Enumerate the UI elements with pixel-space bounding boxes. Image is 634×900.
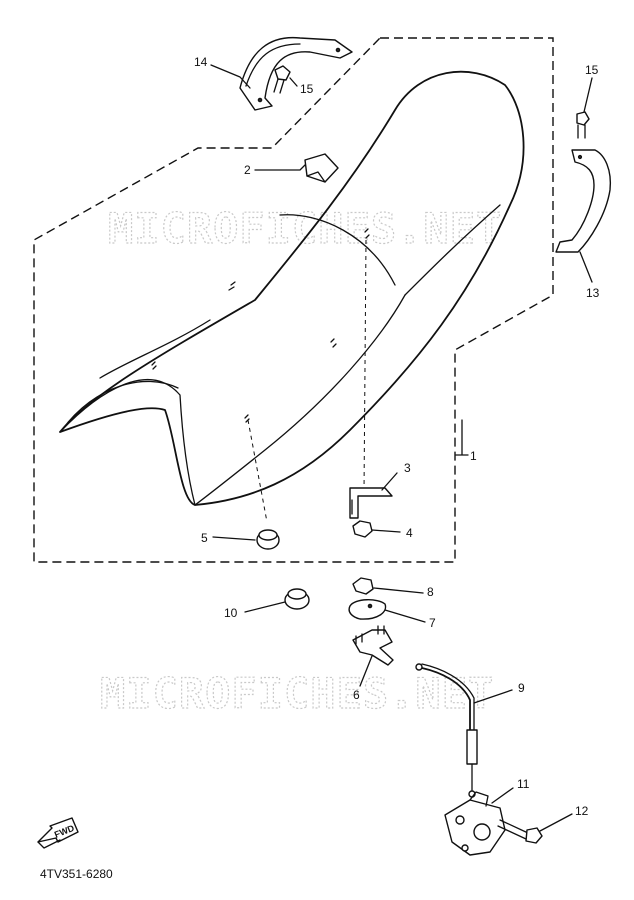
part-8-nut bbox=[352, 577, 374, 595]
part-15-bolt-right bbox=[576, 111, 590, 139]
callout-4: 4 bbox=[406, 526, 413, 540]
callout-14: 14 bbox=[194, 55, 208, 69]
seat bbox=[59, 70, 525, 506]
callout-12: 12 bbox=[575, 804, 589, 818]
callout-10: 10 bbox=[224, 606, 238, 620]
callout-15-left: 15 bbox=[300, 82, 314, 96]
callout-7: 7 bbox=[429, 616, 436, 630]
callout-5: 5 bbox=[201, 531, 208, 545]
callout-3: 3 bbox=[404, 461, 411, 475]
diagram-code: 4TV351-6280 bbox=[40, 867, 113, 881]
part-10-damper bbox=[284, 588, 310, 610]
watermark-bottom: MICROFICHES.NET bbox=[100, 669, 494, 718]
hidden-line-bracket bbox=[363, 239, 367, 493]
callout-15-right: 15 bbox=[585, 63, 599, 77]
callout-2: 2 bbox=[244, 163, 251, 177]
callout-6: 6 bbox=[353, 688, 360, 702]
part-9-cable bbox=[415, 663, 478, 798]
leader-lines bbox=[210, 64, 593, 832]
callout-1: 1 bbox=[470, 449, 477, 463]
callout-13: 13 bbox=[586, 286, 600, 300]
part-4-nut bbox=[352, 520, 373, 538]
callout-8: 8 bbox=[427, 585, 434, 599]
part-3-bracket bbox=[349, 487, 393, 519]
part-13-grab-bar-right bbox=[555, 149, 612, 253]
part-5-damper bbox=[256, 529, 280, 550]
part-12-bolt bbox=[497, 819, 543, 844]
seat-assembly-boundary bbox=[33, 37, 554, 563]
hidden-line-damper bbox=[247, 419, 268, 523]
fwd-arrow-icon: FWD bbox=[37, 817, 79, 849]
part-6-lock-hook bbox=[352, 625, 394, 666]
part-14-grab-bar bbox=[239, 36, 353, 111]
part-2-clip bbox=[304, 153, 339, 183]
part-15-bolt-left bbox=[273, 65, 291, 94]
part-7-plate bbox=[348, 599, 387, 620]
callout-9: 9 bbox=[518, 681, 525, 695]
callout-11: 11 bbox=[517, 777, 530, 791]
watermark-top: MICROFICHES.NET bbox=[108, 204, 502, 253]
part-11-lock-assembly bbox=[444, 791, 506, 856]
